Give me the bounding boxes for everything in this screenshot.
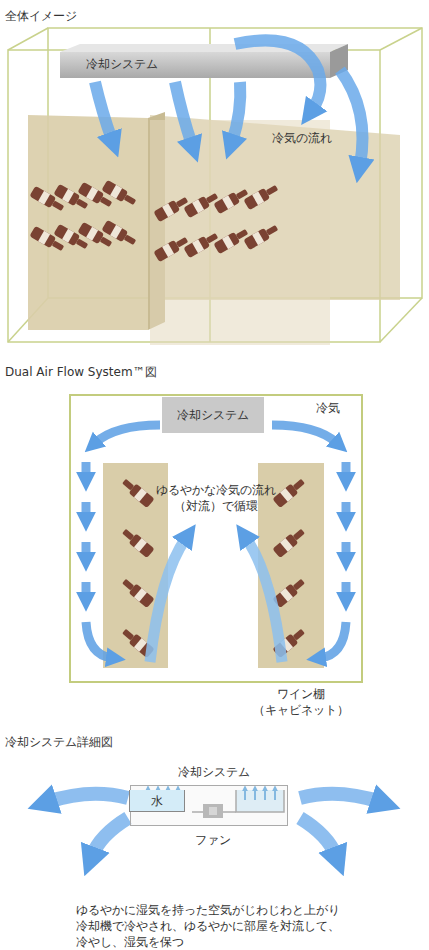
node-text: 冷却システム xyxy=(130,764,298,780)
wine-bottle xyxy=(29,180,279,262)
water-tray: 水 xyxy=(129,790,185,812)
section-heading: Dual Air Flow System™図 xyxy=(5,364,265,380)
flow-label: 冷気 xyxy=(316,400,356,416)
airflow-arrow xyxy=(86,425,346,658)
wine-rack xyxy=(28,112,400,345)
section-heading: 冷却システム詳細図 xyxy=(5,734,205,750)
node-text: 冷却システム xyxy=(166,407,260,423)
caption-note: ゆるやかに湿気を持った空気がじわじわと上がり 冷却機で冷やされ、ゆるやかに部屋を… xyxy=(76,902,366,950)
section-heading: 全体イメージ xyxy=(5,8,205,24)
flow-label: 冷気の流れ xyxy=(272,130,338,146)
node-text: 水 xyxy=(130,793,184,809)
cooling-system-box: 冷却システム xyxy=(162,397,264,433)
cooling-system-bar: 冷却システム xyxy=(60,52,338,78)
convection-arrow xyxy=(150,538,282,662)
rack-label: ワイン棚 （キャビネット） xyxy=(246,686,356,718)
fan-label: ファン xyxy=(183,832,243,848)
cooling-unit: 冷却システム水 xyxy=(130,764,298,826)
convection-note: ゆるやかな冷気の流れ （対流）で循環 xyxy=(146,482,286,514)
node-text: 冷却システム xyxy=(86,56,338,72)
cabinet-outline xyxy=(70,395,362,682)
